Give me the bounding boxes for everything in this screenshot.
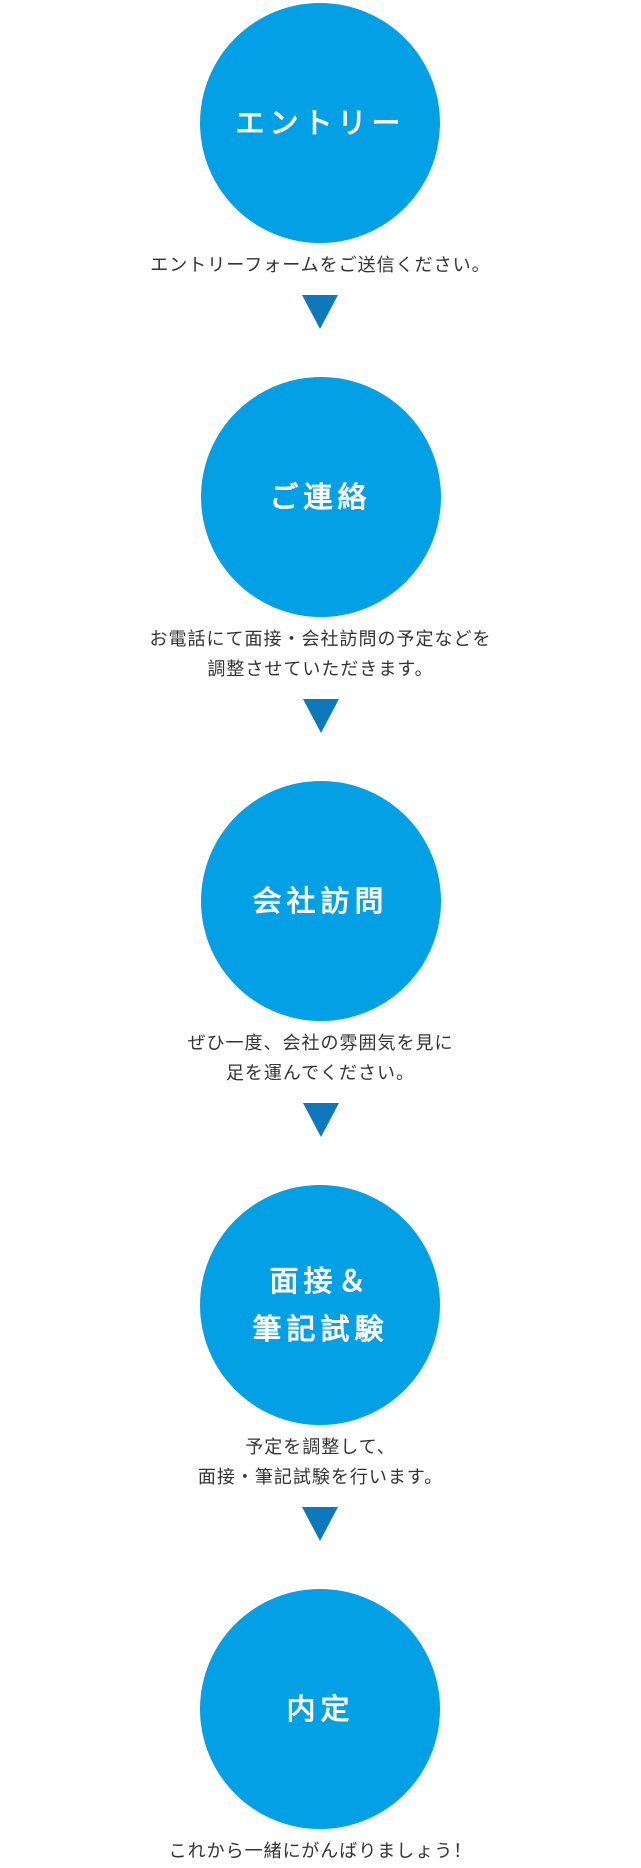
description-line: 足を運んでください。 — [225, 1063, 416, 1084]
description-line: エントリーフォームをご送信ください。 — [150, 255, 491, 276]
step-circle: エントリー — [200, 3, 441, 243]
down-arrow-icon — [302, 1507, 339, 1541]
down-arrow-icon — [302, 699, 339, 733]
step-description: お電話にて面接・会社訪問の予定などを 調整させていただきます。 — [150, 625, 492, 685]
down-arrow-icon — [302, 295, 339, 329]
description-line: お電話にて面接・会社訪問の予定などを — [149, 629, 492, 650]
step-company-visit: 会社訪問 ぜひ一度、会社の雰囲気を見に 足を運んでください。 — [188, 781, 454, 1185]
step-circle: 会社訪問 — [200, 781, 441, 1021]
step-circle: 面接＆ 筆記試験 — [200, 1185, 441, 1425]
step-description: 予定を調整して、 面接・筆記試験を行います。 — [198, 1433, 443, 1493]
step-description: ぜひ一度、会社の雰囲気を見に 足を運んでください。 — [188, 1029, 454, 1089]
step-title: 面接＆ — [269, 1264, 372, 1298]
step-title: 会社訪問 — [252, 884, 389, 918]
description-line: 予定を調整して、 — [245, 1437, 396, 1458]
description-line: ぜひ一度、会社の雰囲気を見に — [187, 1033, 454, 1054]
step-interview-exam: 面接＆ 筆記試験 予定を調整して、 面接・筆記試験を行います。 — [198, 1185, 443, 1589]
description-line: 面接・筆記試験を行います。 — [197, 1467, 444, 1488]
down-arrow-icon — [302, 1103, 339, 1137]
step-offer: 内定 これから一緒にがんばりましょう！ — [169, 1589, 473, 1867]
step-circle: ご連絡 — [200, 377, 441, 617]
step-description: エントリーフォームをご送信ください。 — [150, 251, 490, 281]
step-contact: ご連絡 お電話にて面接・会社訪問の予定などを 調整させていただきます。 — [150, 377, 492, 781]
description-line: 調整させていただきます。 — [207, 659, 434, 680]
step-title: エントリー — [235, 106, 406, 140]
step-entry: エントリー エントリーフォームをご送信ください。 — [150, 3, 490, 377]
step-title: ご連絡 — [269, 480, 372, 514]
step-circle: 内定 — [200, 1589, 441, 1829]
step-description: これから一緒にがんばりましょう！ — [169, 1837, 473, 1867]
step-title: 筆記試験 — [252, 1312, 389, 1346]
description-line: これから一緒にがんばりましょう！ — [168, 1841, 473, 1862]
step-title: 内定 — [286, 1692, 355, 1726]
